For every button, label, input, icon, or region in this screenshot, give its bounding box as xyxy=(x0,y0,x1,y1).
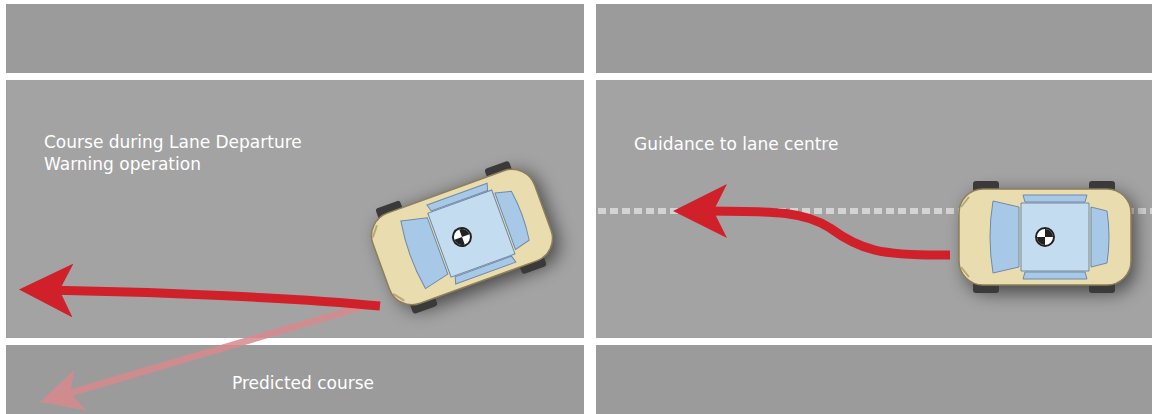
caption-label: Predicted course xyxy=(232,372,452,394)
caption-label: Course during Lane Departure Warning ope… xyxy=(44,131,364,175)
caption-label: Guidance to lane centre xyxy=(634,133,934,155)
